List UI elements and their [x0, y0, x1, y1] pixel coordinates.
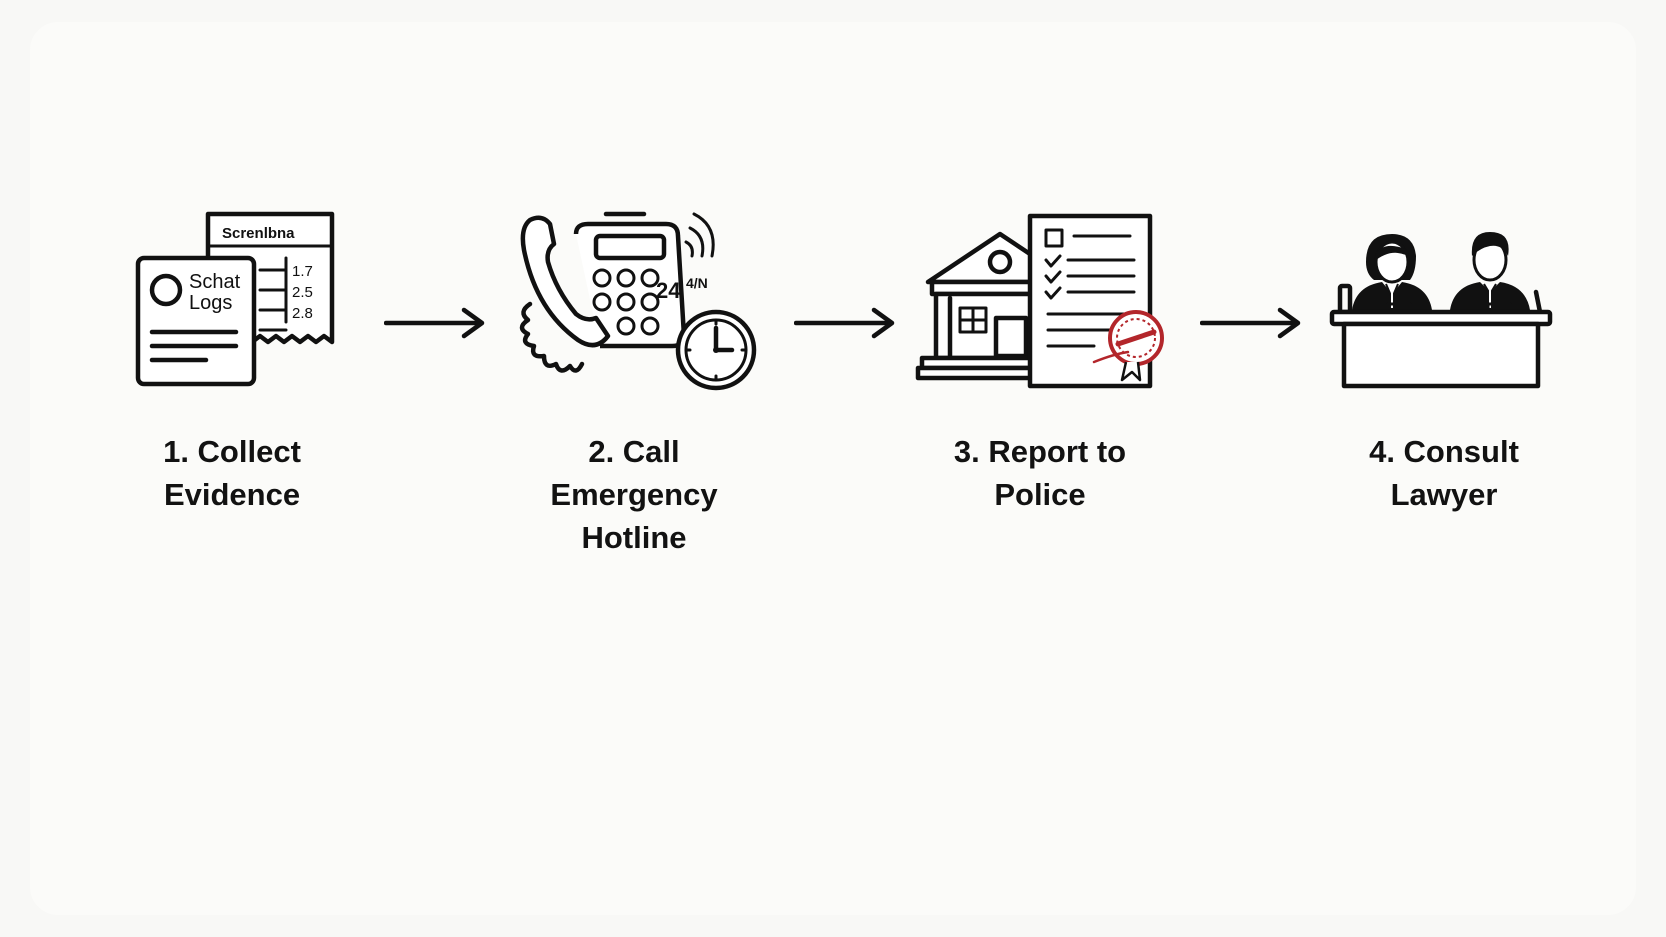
- emergency-phone-clock-icon: 24 4/N: [516, 210, 766, 400]
- document-value-2: 2.5: [292, 284, 313, 301]
- document-value-1: 1.7: [292, 263, 313, 280]
- diagram-panel: [30, 22, 1636, 915]
- arrow-right-icon: [794, 306, 898, 340]
- hours-suffix-text: 4/N: [686, 275, 708, 291]
- document-title-text: Screnlbna: [222, 225, 295, 242]
- arrow-right-icon: [384, 306, 488, 340]
- step-3-label: 3. Report to Police: [953, 434, 1127, 512]
- chat-log-title-line-1: Schat: [189, 271, 241, 293]
- lawyer-consultation-icon: [1329, 220, 1554, 390]
- step-2-label: 2. Call Emergency Hotline: [550, 434, 718, 555]
- step-1-label: 1. Collect Evidence: [163, 434, 301, 512]
- step-4-label: 4. Consult Lawyer: [1369, 434, 1519, 512]
- police-station-report-icon: [915, 212, 1168, 389]
- arrow-right-icon: [1200, 306, 1304, 340]
- chat-log-title-line-2: Logs: [189, 292, 232, 314]
- chat-log-documents-icon: Screnlbna 1.7 2.5 2.8 Schat Logs: [135, 210, 346, 390]
- document-value-3: 2.8: [292, 305, 313, 322]
- hours-text: 24: [656, 278, 681, 303]
